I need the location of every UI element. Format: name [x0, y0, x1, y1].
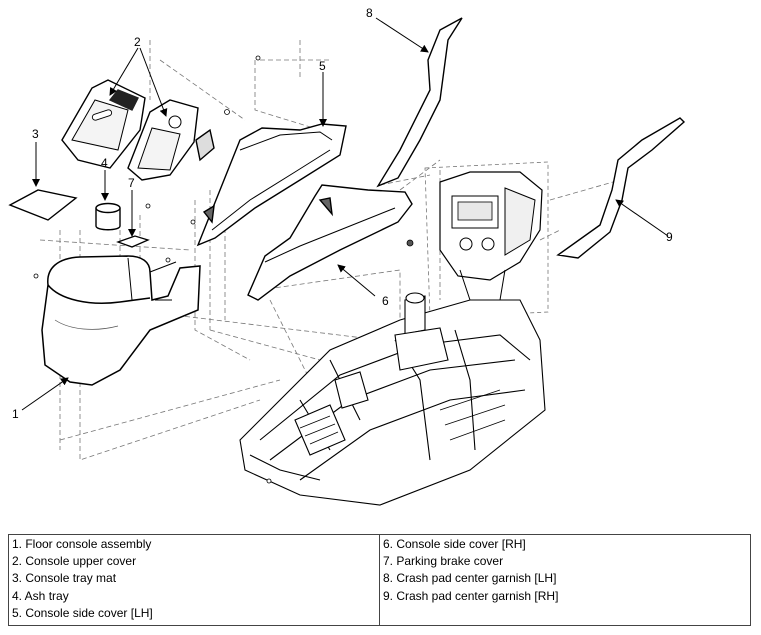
legend-item: 5. Console side cover [LH]	[12, 605, 153, 620]
console-side-cover-rh	[247, 184, 413, 301]
legend-item: 1. Floor console assembly	[12, 537, 152, 551]
parts-legend-table: 1. Floor console assembly 2. Console upp…	[8, 534, 751, 626]
legend-item: 6. Console side cover [RH]	[383, 537, 526, 551]
legend-column-left: 1. Floor console assembly 2. Console upp…	[9, 535, 379, 625]
parking-brake-cover	[116, 235, 150, 248]
exploded-view-diagram: 1 2 3 4 5 6 7 8 9	[8, 6, 686, 506]
crash-pad-center-garnish-lh	[376, 17, 463, 188]
legend-item: 4. Ash tray	[12, 588, 69, 603]
center-fascia-view	[424, 161, 549, 319]
floor-console-assembly	[41, 255, 201, 386]
console-tray-mat	[8, 189, 78, 221]
callout-5: 5	[319, 59, 326, 73]
ash-tray	[95, 202, 121, 231]
callout-7: 7	[128, 176, 135, 190]
legend-column-right: 6. Console side cover [RH] 7. Parking br…	[379, 535, 750, 625]
legend-item: 9. Crash pad center garnish [RH]	[383, 588, 559, 603]
vehicle-floor-structure	[239, 292, 546, 506]
callout-2: 2	[134, 35, 141, 49]
legend-item: 8. Crash pad center garnish [LH]	[383, 571, 557, 586]
console-side-cover-lh	[196, 123, 347, 247]
fastener-screws	[33, 55, 414, 484]
legend-item: 3. Console tray mat	[12, 571, 117, 586]
callout-9: 9	[666, 230, 673, 244]
callout-4: 4	[101, 156, 108, 170]
legend-item: 7. Parking brake cover	[383, 554, 504, 569]
callout-1: 1	[12, 407, 19, 421]
crash-pad-center-garnish-rh	[556, 117, 686, 259]
legend-item: 2. Console upper cover	[12, 554, 137, 569]
callout-6: 6	[382, 294, 389, 308]
callout-8: 8	[366, 6, 373, 20]
callout-3: 3	[32, 127, 39, 141]
callout-leaders	[21, 17, 669, 411]
console-upper-cover-right	[127, 99, 215, 181]
